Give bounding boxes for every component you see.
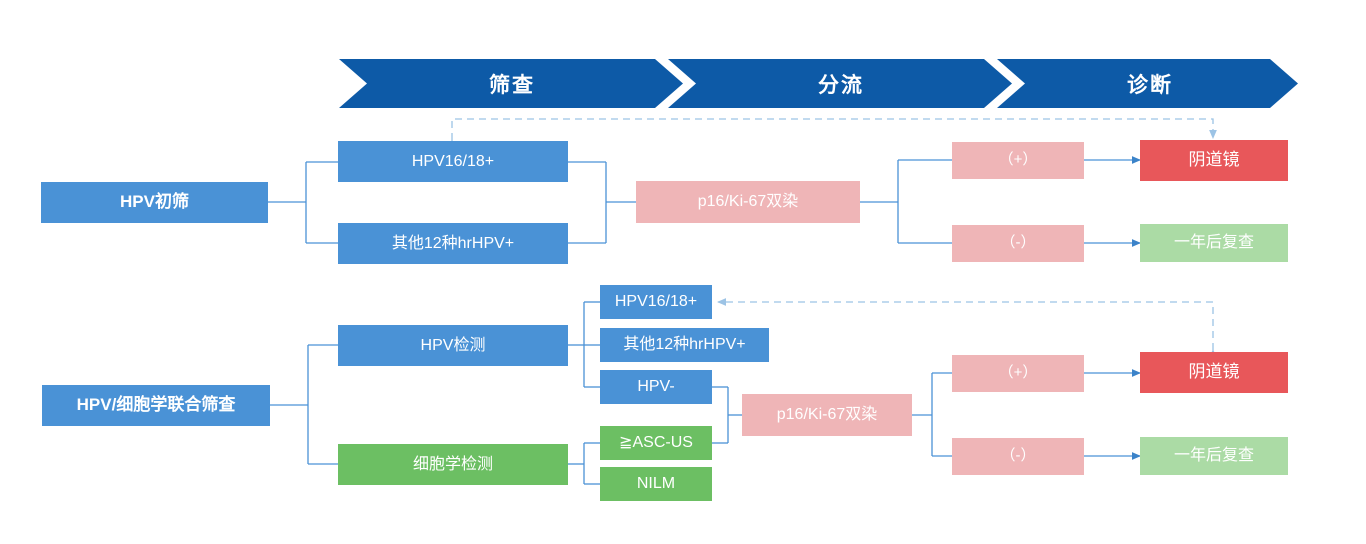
banner-label-diagnosis: 诊断: [1127, 74, 1173, 97]
node-r1-p16-ki67-dual-stain[interactable]: p16/Ki-67双染: [636, 181, 860, 223]
node-r1-outcome-recheck-one-year[interactable]: 一年后复查: [1140, 224, 1288, 262]
node-cotesting-screening[interactable]: HPV/细胞学联合筛查: [42, 385, 270, 426]
node-r2-p16-ki67-dual-stain[interactable]: p16/Ki-67双染: [742, 394, 912, 436]
node-r2-outcome-colposcopy[interactable]: 阴道镜: [1140, 352, 1288, 393]
node-hpv-primary-screening[interactable]: HPV初筛: [41, 182, 268, 223]
banner-segment-diagnosis: 诊断: [1025, 59, 1275, 109]
banner-shape-screening: [339, 59, 683, 108]
node-r2-nilm[interactable]: NILM: [600, 467, 712, 501]
node-r1-result-negative[interactable]: （-）: [952, 225, 1084, 262]
banner-shape-diagnosis: [997, 59, 1298, 108]
node-r1-hpv1618-positive[interactable]: HPV16/18+: [338, 141, 568, 182]
node-r2-result-positive[interactable]: （+）: [952, 355, 1084, 392]
banner-shape-triage: [668, 59, 1012, 108]
node-r2-hpv1618-positive[interactable]: HPV16/18+: [600, 285, 712, 319]
node-r2-asc-us-or-worse[interactable]: ≧ASC-US: [600, 426, 712, 460]
node-r2-hpv-test[interactable]: HPV检测: [338, 325, 568, 366]
node-r2-cytology-test[interactable]: 细胞学检测: [338, 444, 568, 485]
node-r1-outcome-colposcopy[interactable]: 阴道镜: [1140, 140, 1288, 181]
banner-segment-triage: 分流: [696, 59, 986, 109]
banner-segment-screening: 筛查: [367, 59, 657, 109]
banner-label-triage: 分流: [818, 74, 864, 97]
node-r1-result-positive[interactable]: （+）: [952, 142, 1084, 179]
node-r2-outcome-recheck-one-year[interactable]: 一年后复查: [1140, 437, 1288, 475]
node-r2-hpv-negative[interactable]: HPV-: [600, 370, 712, 404]
node-r2-other-12-hrhpv-positive[interactable]: 其他12种hrHPV+: [600, 328, 769, 362]
node-r1-other-12-hrhpv-positive[interactable]: 其他12种hrHPV+: [338, 223, 568, 264]
node-r2-result-negative[interactable]: （-）: [952, 438, 1084, 475]
banner-label-screening: 筛查: [489, 74, 535, 97]
